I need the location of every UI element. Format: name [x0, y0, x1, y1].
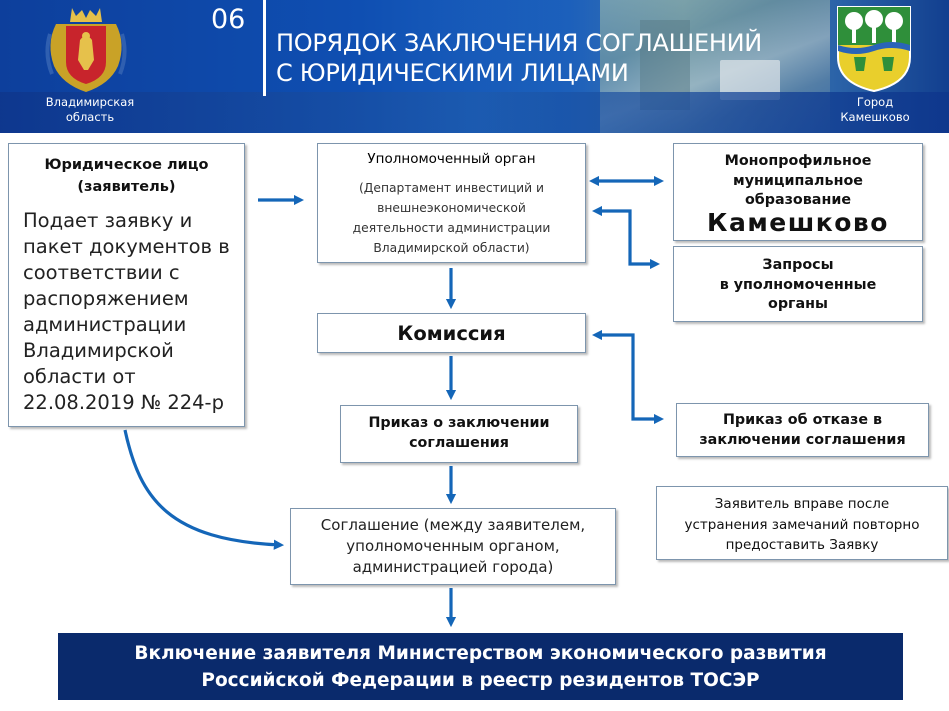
mono-municipality-box: Монопрофильное муниципальное образование… — [673, 143, 923, 241]
arrow-authority-requests — [591, 205, 661, 270]
requests-box: Запросы в уполномоченные органы — [673, 246, 923, 322]
order-refusal-label: Приказ об отказе в заключении соглашения — [699, 412, 906, 448]
vladimir-region-emblem-icon — [45, 8, 127, 92]
arrow-commission-refusal — [591, 329, 665, 425]
applicant-box: Юридическое лицо (заявитель) Подает заяв… — [8, 143, 245, 427]
commission-box: Комиссия — [317, 313, 586, 353]
slide-number: 06 — [211, 4, 246, 35]
city-caption: Город Камешково — [840, 95, 910, 124]
mono-municipality-name: Камешково — [707, 208, 889, 237]
kameshkovo-emblem-icon — [837, 6, 911, 93]
region-caption: Владимирская область — [45, 95, 135, 124]
commission-label: Комиссия — [397, 322, 506, 345]
agreement-box: Соглашение (между заявителем, уполномоче… — [290, 508, 616, 585]
agreement-label: Соглашение (между заявителем, уполномоче… — [320, 516, 586, 576]
applicant-description: Подает заявку и пакет документов в соотв… — [23, 209, 230, 414]
order-conclusion-label: Приказ о заключении соглашения — [368, 415, 550, 451]
mono-municipality-label: Монопрофильное муниципальное образование — [724, 153, 872, 208]
resubmission-note-box: Заявитель вправе после устранения замеча… — [656, 486, 948, 560]
authority-title: Уполномоченный орган — [367, 151, 536, 167]
registry-inclusion-text: Включение заявителя Министерством эконом… — [134, 643, 827, 691]
requests-label: Запросы в уполномоченные органы — [719, 257, 877, 312]
slide-header: Владимирская область 06 ПОРЯДОК ЗАКЛЮЧЕН… — [0, 0, 949, 133]
order-conclusion-box: Приказ о заключении соглашения — [340, 405, 578, 463]
slide-title: ПОРЯДОК ЗАКЛЮЧЕНИЯ СОГЛАШЕНИЙ С ЮРИДИЧЕС… — [276, 29, 762, 87]
authority-box: Уполномоченный орган (Департамент инвест… — [317, 143, 586, 263]
registry-inclusion-banner: Включение заявителя Министерством эконом… — [58, 633, 903, 700]
applicant-title: Юридическое лицо (заявитель) — [44, 157, 209, 195]
authority-description: (Департамент инвестиций и внешнеэкономич… — [352, 181, 551, 255]
arrow-applicant-to-agreement — [123, 429, 285, 550]
header-divider — [263, 0, 266, 96]
resubmission-note-text: Заявитель вправе после устранения замеча… — [684, 496, 920, 553]
order-refusal-box: Приказ об отказе в заключении соглашения — [676, 403, 929, 457]
